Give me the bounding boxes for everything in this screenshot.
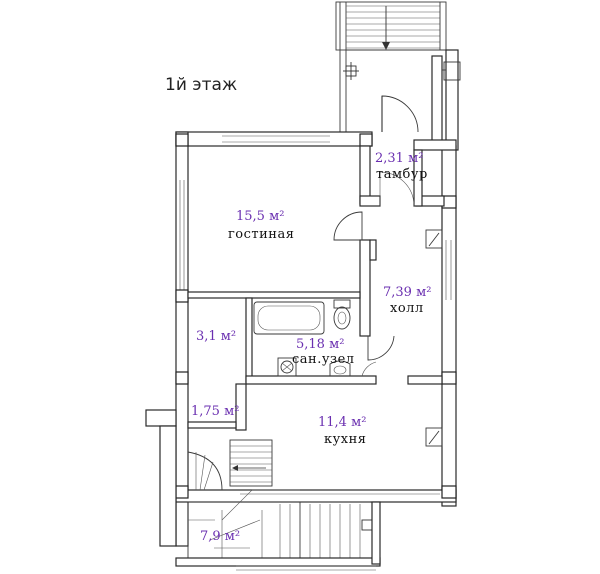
room-area-holl: 7,39 м² bbox=[383, 285, 431, 300]
stair-up-arrow-icon bbox=[382, 6, 390, 50]
room-area-kuhnya: 11,4 м² bbox=[318, 415, 366, 430]
washing-machine-icon bbox=[277, 357, 297, 377]
interior-stairs bbox=[175, 439, 381, 571]
room-area-3-1: 3,1 м² bbox=[196, 329, 236, 344]
room-name-sanuzel: сан.узел bbox=[292, 352, 355, 367]
interior-walls bbox=[187, 145, 445, 431]
radiator-icon bbox=[425, 229, 443, 447]
toilet-icon bbox=[333, 299, 351, 330]
post-icon bbox=[343, 62, 359, 80]
room-name-tambur: тамбур bbox=[376, 167, 428, 182]
room-area-7-9: 7,9 м² bbox=[200, 529, 240, 544]
room-area-1-75: 1,75 м² bbox=[191, 404, 239, 419]
bathtub-icon bbox=[253, 301, 325, 335]
room-name-holl: холл bbox=[390, 301, 424, 316]
side-protrusion bbox=[145, 409, 177, 547]
door-swing-icon bbox=[333, 95, 419, 377]
room-name-kuhnya: кухня bbox=[324, 432, 366, 447]
outer-walls bbox=[175, 131, 457, 547]
sink-icon bbox=[329, 360, 351, 376]
room-area-tambur: 2,31 м² bbox=[375, 151, 423, 166]
porch-stairs bbox=[335, 1, 461, 151]
room-area-gostinaya: 15,5 м² bbox=[236, 209, 284, 224]
room-name-gostinaya: гостиная bbox=[228, 227, 294, 242]
floor-title: 1й этаж bbox=[165, 75, 237, 95]
room-area-sanuzel: 5,18 м² bbox=[296, 337, 344, 352]
room-labels: 2,31 м² тамбур 15,5 м² гостиная 7,39 м² … bbox=[191, 151, 431, 544]
